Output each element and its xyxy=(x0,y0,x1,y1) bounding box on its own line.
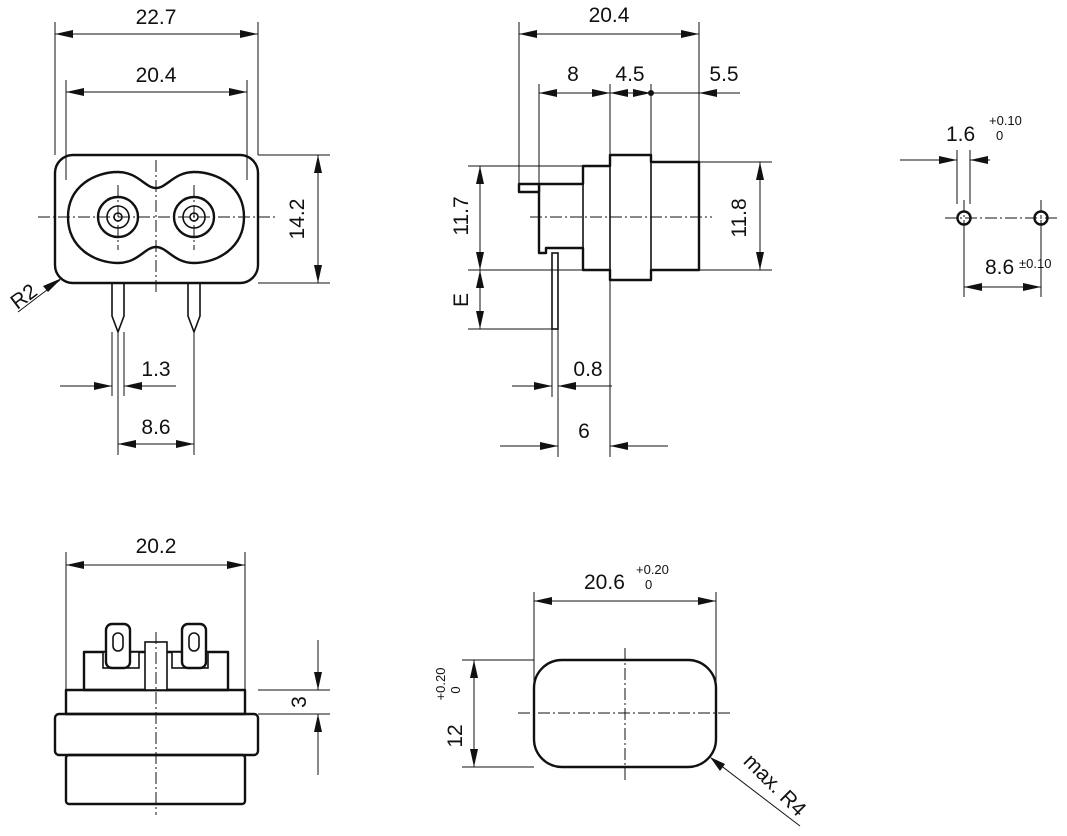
terminal-hole-left xyxy=(112,632,124,652)
terminal-tab-left xyxy=(104,622,132,670)
socket-outline xyxy=(66,170,246,265)
dim-pin-spacing: 8.6 xyxy=(141,416,170,439)
hole-diameter-tol-lower: 0 xyxy=(996,128,1003,143)
dim-overall-depth: 20.4 xyxy=(589,4,630,27)
dim-height-right: 11.8 xyxy=(728,198,751,237)
pin-right xyxy=(187,283,201,335)
dim-cutout-height: 12 xyxy=(444,724,467,747)
dim-width-inner: 20.4 xyxy=(136,64,177,87)
pin-left xyxy=(111,283,125,335)
dim-height: 14.2 xyxy=(286,199,309,240)
dim-width-outer: 22.7 xyxy=(136,6,177,29)
dim-pin-thickness: 1.3 xyxy=(141,358,170,381)
dim-segment-b: 4.5 xyxy=(615,63,644,86)
cutout-width-tol-lower: 0 xyxy=(645,577,652,592)
dim-hole-spacing: 8.6 xyxy=(985,256,1014,279)
dim-hole-diameter: 1.6 xyxy=(946,123,975,146)
side-pin xyxy=(551,252,559,330)
dim-segment-a: 8 xyxy=(567,63,579,86)
cutout-width-tol-upper: +0.20 xyxy=(636,562,669,577)
cutout-height-tol-lower: 0 xyxy=(448,686,463,693)
latch-tab xyxy=(517,182,541,194)
side-view: 20.4 8 4.5 5.5 11.7 E xyxy=(450,4,772,457)
hole-diameter-tol-upper: +0.10 xyxy=(989,113,1022,128)
dim-pin-width: 0.8 xyxy=(573,358,602,381)
side-body-outline xyxy=(537,153,701,282)
terminal-tab-right xyxy=(180,622,208,670)
hole-spacing-tol: ±0.10 xyxy=(1019,256,1051,271)
pcb-hole-layout: 1.6 +0.10 0 8.6 ±0.10 xyxy=(900,113,1060,297)
front-view: 22.7 20.4 14.2 R2 xyxy=(6,6,330,455)
dim-height-left: 11.7 xyxy=(450,196,473,235)
panel-cutout: 20.6 +0.20 0 12 +0.20 0 max. R4 xyxy=(433,562,811,827)
dim-rear-step: 3 xyxy=(288,696,311,708)
terminal-hole-right xyxy=(188,632,200,652)
dim-cutout-width: 20.6 xyxy=(584,571,625,594)
cutout-height-tol-upper: +0.20 xyxy=(433,668,448,701)
dim-rear-width: 20.2 xyxy=(136,535,177,558)
dim-corner-radius: max. R4 xyxy=(739,750,811,822)
dim-pin-offset: 6 xyxy=(578,420,590,443)
dim-segment-c: 5.5 xyxy=(709,63,738,86)
rear-view: 20.2 3 xyxy=(53,535,330,815)
dim-radius: R2 xyxy=(6,280,41,315)
dim-pin-length: E xyxy=(450,293,473,307)
